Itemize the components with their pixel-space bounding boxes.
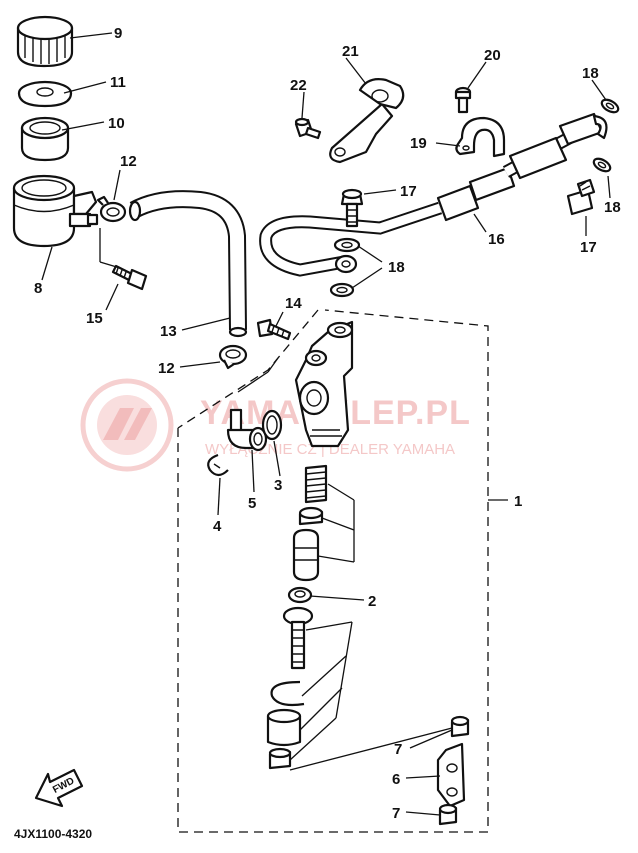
callout-18-top: 18 <box>582 65 599 82</box>
holder-screw <box>454 86 472 114</box>
cylinder-mount-bolt <box>256 318 292 341</box>
hose-holder <box>455 116 506 158</box>
diaphragm <box>20 116 70 162</box>
reservoir-tank <box>12 174 99 248</box>
watermark-logo-core <box>97 395 157 455</box>
callout-9: 9 <box>114 25 122 42</box>
callout-7-lower: 7 <box>392 805 400 822</box>
callout-12-lower: 12 <box>158 360 175 377</box>
callout-8: 8 <box>34 280 42 297</box>
lock-nut-upper <box>450 715 470 738</box>
callout-20: 20 <box>484 47 501 64</box>
callout-15: 15 <box>86 310 103 327</box>
callout-10: 10 <box>108 115 125 132</box>
circlip-joint <box>207 453 229 477</box>
callout-11: 11 <box>110 74 126 91</box>
callout-6: 6 <box>392 771 400 788</box>
callout-19: 19 <box>410 135 427 152</box>
callout-labels: 9 11 10 12 8 15 13 12 14 4 5 3 1 2 7 6 7… <box>34 25 621 822</box>
boot <box>266 708 302 747</box>
lock-nut-lower <box>438 803 458 826</box>
assembly-boundary <box>177 309 489 833</box>
callout-5: 5 <box>248 495 256 512</box>
callout-1: 1 <box>514 493 522 510</box>
lock-nut-rod <box>268 747 292 770</box>
master-cylinder-body <box>294 320 354 448</box>
circlip-push-rod <box>270 680 305 707</box>
watermark-logo-ring <box>80 378 174 472</box>
reservoir-cap <box>16 15 74 68</box>
copper-washer-b <box>329 282 355 298</box>
callout-2: 2 <box>368 593 376 610</box>
callout-13: 13 <box>160 323 177 340</box>
hose-joint <box>226 408 268 452</box>
brake-hose <box>259 112 608 277</box>
push-rod <box>282 606 314 670</box>
callout-7-upper: 7 <box>394 741 402 758</box>
copper-washer-d <box>592 157 612 173</box>
union-bolt-right <box>566 178 596 216</box>
callout-17-left: 17 <box>400 183 417 200</box>
watermark-subtitle: WYŁĄCZNIE CZ | DEALER YAMAHA <box>205 441 455 458</box>
callout-14: 14 <box>285 295 302 312</box>
callout-16: 16 <box>488 231 505 248</box>
callout-18-mid: 18 <box>388 259 405 276</box>
piston <box>292 528 320 582</box>
callout-21: 21 <box>342 43 359 60</box>
copper-washer-a <box>333 237 361 253</box>
fwd-arrow: FWD <box>34 768 84 808</box>
piston-spring <box>304 464 328 504</box>
hose-banjo-fitting <box>334 254 358 274</box>
callout-18-right: 18 <box>604 199 621 216</box>
reservoir-hose <box>128 190 248 338</box>
leader-lines <box>41 32 611 816</box>
callout-4: 4 <box>213 518 222 535</box>
cup-seal-secondary <box>287 586 313 604</box>
clevis <box>436 742 466 808</box>
cup-seal-primary <box>298 506 324 526</box>
watermark-logo-mark <box>103 408 152 440</box>
o-ring <box>261 409 283 441</box>
bracket-bolt <box>294 117 322 140</box>
callout-12-upper: 12 <box>120 153 137 170</box>
copper-washer-c <box>600 98 620 114</box>
callout-3: 3 <box>274 477 282 494</box>
hose-guide-bracket <box>329 78 405 164</box>
union-bolt-left <box>340 188 364 228</box>
reservoir-bolt <box>111 264 148 291</box>
hose-clamp-upper <box>96 195 127 223</box>
diaphragm-plate <box>17 80 73 108</box>
callout-22: 22 <box>290 77 307 94</box>
diagram-code: 4JX1100-4320 <box>14 827 92 841</box>
hose-clamp-lower <box>218 344 248 370</box>
callout-17-right: 17 <box>580 239 597 256</box>
